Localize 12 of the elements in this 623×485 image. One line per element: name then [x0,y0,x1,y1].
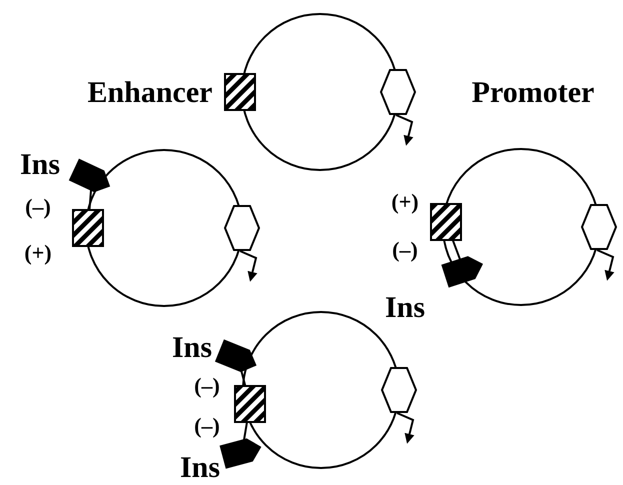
orientation-label: (+) [24,242,52,264]
insert-label: Ins [384,293,426,323]
insert-label: Ins [172,333,212,363]
region-label: Enhancer [88,78,212,108]
orientation-label: (+) [391,191,419,213]
insert-label: Ins [20,150,60,180]
orientation-label: (–) [25,196,51,218]
region-label: Promoter [472,78,594,108]
orientation-label: (–) [194,375,220,397]
insert-label: Ins [180,453,220,483]
orientation-label: (–) [194,415,220,437]
orientation-label: (–) [392,239,418,261]
